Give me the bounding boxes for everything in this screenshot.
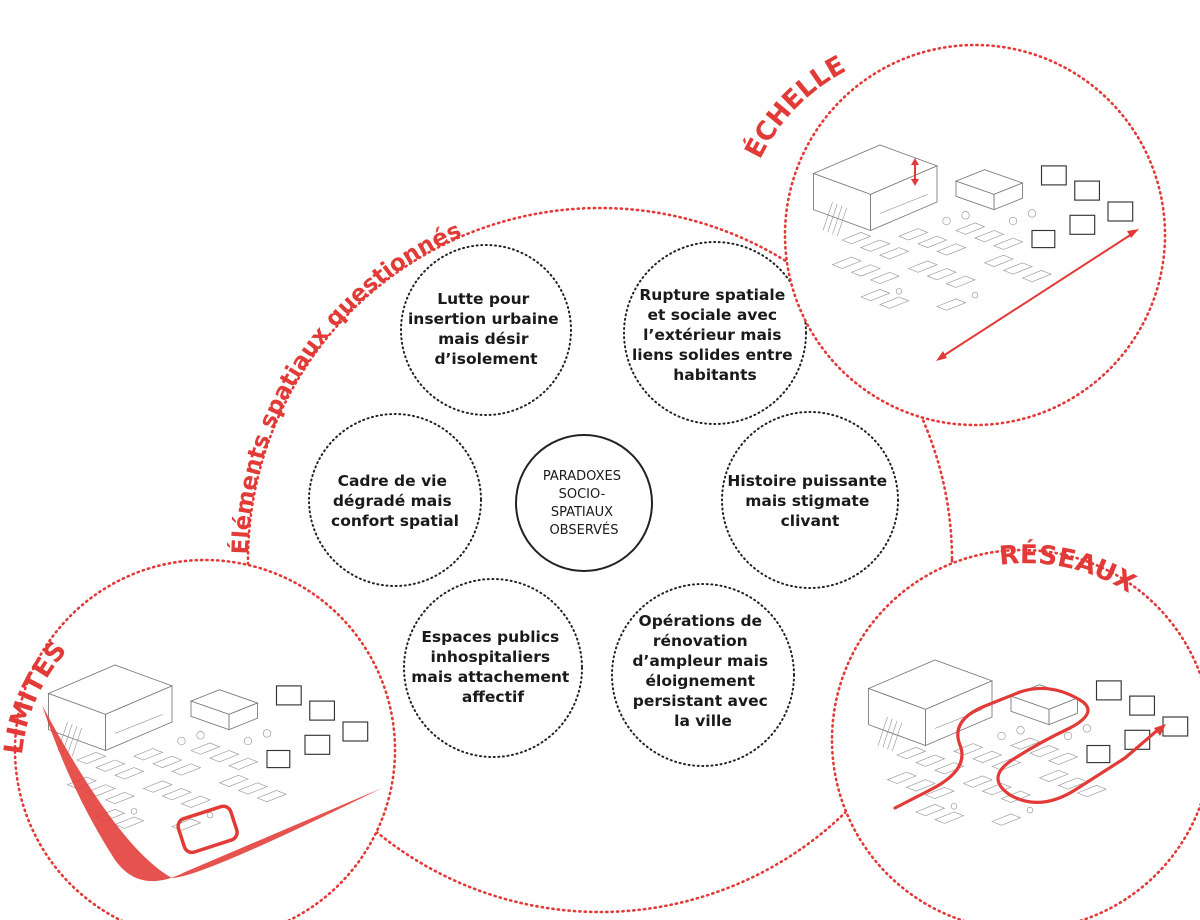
boundary-frame	[176, 804, 239, 855]
center-label: PARADOXES SOCIO- SPATIAUX OBSERVÉS	[543, 469, 625, 538]
main-circle	[246, 206, 954, 914]
paradox-rupture-text: Rupture spatiale et sociale avec l’extér…	[632, 286, 798, 384]
paradox-rupture: Rupture spatiale et sociale avec l’extér…	[623, 241, 807, 425]
paradox-renovation: Opérations de rénovation d’ampleur mais …	[611, 583, 795, 767]
network-path	[893, 686, 1162, 810]
paradox-histoire-text: Histoire puissante mais stigmate clivant	[727, 472, 892, 530]
paradox-cadre-de-vie: Cadre de vie dégradé mais confort spatia…	[308, 413, 482, 587]
paradox-isolement: Lutte pour insertion urbaine mais désir …	[400, 244, 572, 416]
paradox-renovation-text: Opérations de rénovation d’ampleur mais …	[632, 612, 773, 730]
theme-echelle: ÉCHELLE	[738, 43, 1167, 427]
paradox-cadre-de-vie-text: Cadre de vie dégradé mais confort spatia…	[331, 472, 459, 530]
paradox-histoire: Histoire puissante mais stigmate clivant	[721, 411, 899, 589]
paradox-espaces-publics: Espaces publics inhospitaliers mais atta…	[403, 578, 583, 758]
paradox-espaces-publics-text: Espaces publics inhospitaliers mais atta…	[411, 628, 575, 706]
center-circle	[515, 434, 653, 572]
theme-limites: LIMITES	[0, 558, 397, 920]
paradox-isolement-text: Lutte pour insertion urbaine mais désir …	[408, 290, 564, 368]
theme-reseaux: RÉSEAUX	[830, 538, 1200, 920]
